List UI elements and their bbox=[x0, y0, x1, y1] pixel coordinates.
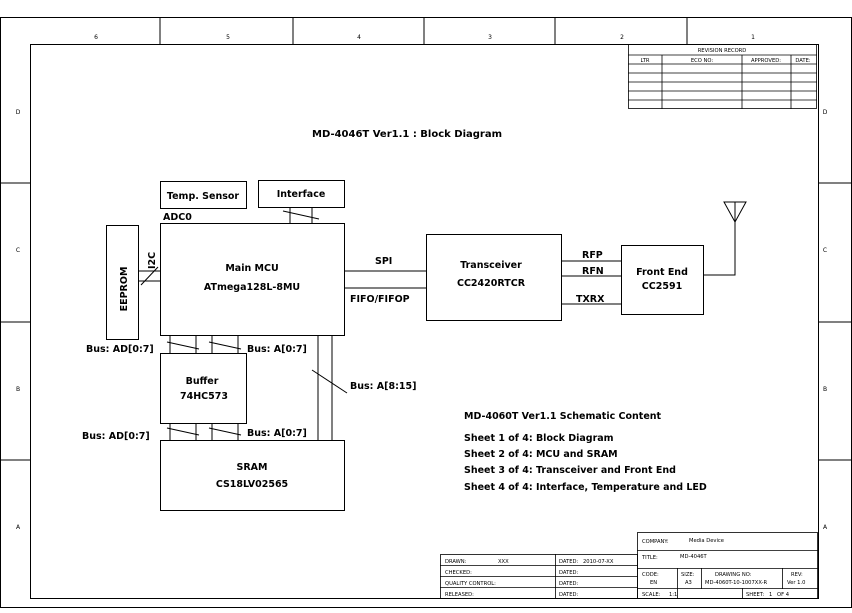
revision-header-eco: ECO NO: bbox=[691, 58, 714, 64]
title-value: MD-4046T bbox=[680, 554, 708, 560]
code-label: CODE: bbox=[642, 572, 659, 578]
col-label-2: 2 bbox=[620, 34, 624, 41]
row-label-d-left: D bbox=[16, 109, 21, 116]
revision-header-date: DATE: bbox=[795, 58, 810, 64]
signal-spi: SPI bbox=[375, 256, 392, 267]
signal-bus-a-top: Bus: A[0:7] bbox=[247, 344, 307, 355]
dated-label: DATED: bbox=[559, 570, 578, 576]
mcu-label-1: Main MCU bbox=[225, 263, 278, 274]
eeprom-label: EEPROM bbox=[119, 267, 130, 312]
sram-label-2: CS18LV02565 bbox=[216, 479, 288, 490]
sram-block bbox=[160, 440, 345, 511]
signal-rfp: RFP bbox=[582, 250, 603, 261]
drawn-date-value: 2010-07-XX bbox=[583, 559, 614, 565]
dated-label: DATED: bbox=[559, 559, 578, 565]
dated-label: DATED: bbox=[559, 592, 578, 598]
sheet-label: SHEET: bbox=[746, 592, 764, 598]
drawn-value: XXX bbox=[498, 559, 509, 565]
col-label-5: 5 bbox=[226, 34, 230, 41]
drawing-no-label: DRAWING NO: bbox=[715, 572, 752, 578]
row-label-c-right: C bbox=[823, 247, 827, 254]
sheet-list-item: Sheet 2 of 4: MCU and SRAM bbox=[464, 449, 618, 460]
title-block bbox=[637, 532, 818, 599]
drawn-label: DRAWN: bbox=[445, 559, 467, 565]
sheet-of-total: OF 4 bbox=[777, 592, 790, 598]
buffer-block bbox=[160, 353, 247, 424]
row-label-a-left: A bbox=[16, 524, 21, 531]
interface-label: Interface bbox=[277, 189, 326, 200]
code-value: EN bbox=[650, 580, 657, 586]
sram-label-1: SRAM bbox=[237, 462, 268, 473]
sheet-list-item: Sheet 3 of 4: Transceiver and Front End bbox=[464, 465, 676, 476]
front-end-label-2: CC2591 bbox=[642, 281, 682, 292]
col-label-3: 3 bbox=[488, 34, 492, 41]
signal-bus-a-high: Bus: A[8:15] bbox=[350, 381, 416, 392]
signal-txrx: TXRX bbox=[576, 294, 605, 305]
temp-sensor-block bbox=[160, 181, 247, 209]
mcu-label-2: ATmega128L-8MU bbox=[204, 282, 300, 293]
buffer-label-1: Buffer bbox=[186, 376, 219, 387]
signal-bus-a-bottom: Bus: A[0:7] bbox=[247, 428, 307, 439]
inner-border bbox=[30, 44, 819, 599]
schematic-content-heading: MD-4060T Ver1.1 Schematic Content bbox=[464, 411, 662, 422]
buffer-label-2: 74HC573 bbox=[180, 391, 228, 402]
sheet-list-item: Sheet 1 of 4: Block Diagram bbox=[464, 433, 614, 444]
transceiver-block bbox=[426, 234, 562, 321]
row-label-d-right: D bbox=[823, 109, 828, 116]
title-label: TITLE: bbox=[641, 555, 658, 561]
released-label: RELEASED: bbox=[445, 592, 474, 598]
row-label-a-right: A bbox=[823, 524, 828, 531]
company-value: Media Device bbox=[689, 538, 724, 544]
transceiver-label-1: Transceiver bbox=[460, 260, 522, 271]
signal-adc0: ADC0 bbox=[163, 212, 192, 223]
signal-rfn: RFN bbox=[582, 266, 604, 277]
col-label-1: 1 bbox=[751, 34, 755, 41]
signal-i2c: I2C bbox=[147, 252, 158, 269]
eeprom-block bbox=[106, 225, 139, 340]
main-mcu-block bbox=[160, 223, 345, 336]
revision-record-table bbox=[628, 44, 817, 109]
scale-label: SCALE: bbox=[642, 592, 661, 598]
transceiver-label-2: CC2420RTCR bbox=[457, 278, 526, 289]
company-label: COMPANY: bbox=[642, 539, 669, 545]
front-end-label-1: Front End bbox=[636, 267, 688, 278]
revision-record-title: REVISION RECORD bbox=[698, 48, 747, 54]
row-label-c-left: C bbox=[16, 247, 20, 254]
front-end-block bbox=[621, 245, 704, 315]
connection-lines bbox=[139, 201, 747, 440]
diagram-title: MD-4046T Ver1.1 : Block Diagram bbox=[312, 129, 502, 140]
revision-header-ltr: LTR bbox=[641, 58, 650, 64]
quality-control-label: QUALITY CONTROL: bbox=[445, 581, 496, 587]
dated-label: DATED: bbox=[559, 581, 578, 587]
col-label-6: 6 bbox=[94, 34, 98, 41]
col-label-4: 4 bbox=[357, 34, 361, 41]
rev-label: REV: bbox=[791, 572, 803, 578]
signal-fifo: FIFO/FIFOP bbox=[350, 294, 410, 305]
scale-value: 1:1 bbox=[669, 592, 677, 598]
temp-sensor-label: Temp. Sensor bbox=[167, 191, 240, 202]
signal-bus-ad-bottom: Bus: AD[0:7] bbox=[82, 431, 150, 442]
row-label-b-right: B bbox=[823, 386, 827, 393]
interface-block bbox=[258, 180, 345, 208]
row-label-b-left: B bbox=[16, 386, 20, 393]
checked-label: CHECKED: bbox=[445, 570, 472, 576]
drawing-no-value: MD-4060T-10-1007XX-R bbox=[705, 580, 768, 586]
signal-bus-ad-top: Bus: AD[0:7] bbox=[86, 344, 154, 355]
size-label: SIZE: bbox=[681, 572, 695, 578]
revision-header-approved: APPROVED: bbox=[751, 58, 781, 64]
rev-value: Ver 1.0 bbox=[787, 580, 805, 586]
sheet-value: 1 bbox=[769, 592, 772, 598]
size-value: A3 bbox=[685, 580, 692, 586]
sheet-list-item: Sheet 4 of 4: Interface, Temperature and… bbox=[464, 482, 707, 493]
